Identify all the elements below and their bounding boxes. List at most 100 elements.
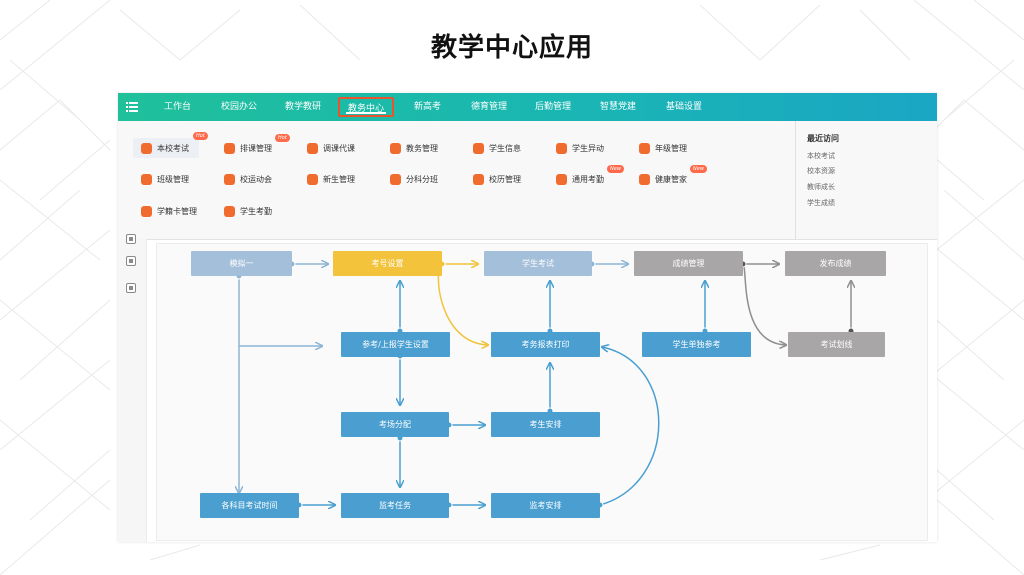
split-icon — [390, 173, 401, 185]
flow-node-label: 监考安排 — [529, 501, 562, 510]
menu-item-school-exam[interactable]: 本校考试 Hot — [133, 132, 208, 158]
recent-visits-title: 最近访问 — [807, 134, 839, 143]
menu-item-label: 本校考试 — [157, 143, 189, 153]
flow-node-single-student[interactable]: 学生单独参考 — [642, 332, 751, 357]
menu-item-label: 校运动会 — [240, 174, 272, 184]
flow-node-seat-setting[interactable]: 考号设置 — [333, 251, 442, 276]
flow-node-label: 考试划线 — [820, 340, 853, 349]
user-check-icon — [224, 205, 235, 217]
new-badge: New — [690, 165, 707, 173]
hot-badge: Hot — [275, 134, 290, 142]
menu-item-student-info[interactable]: 学生信息 — [473, 140, 521, 156]
admin-icon — [390, 142, 401, 154]
slide-title: 教学中心应用 — [430, 33, 593, 63]
recent-item[interactable]: 学生成绩 — [807, 199, 835, 207]
schedule-icon — [224, 142, 235, 154]
swap-icon — [307, 142, 318, 154]
menu-item-label: 通用考勤 — [572, 174, 604, 184]
nav-tab-basic-settings[interactable]: 基础设置 — [666, 102, 703, 112]
card-icon — [141, 205, 152, 217]
flow-node-candidate-arrangement[interactable]: 考生安排 — [491, 412, 600, 437]
menu-item-scheduling[interactable]: 排课管理 Hot — [224, 134, 290, 156]
recent-item[interactable]: 本校考试 — [807, 152, 835, 160]
menu-item-label: 排课管理 — [240, 143, 272, 153]
health-icon — [639, 173, 650, 185]
flow-node-report-settings[interactable]: 参考/上报学生设置 — [341, 332, 450, 357]
flow-node-score-line[interactable]: 考试划线 — [788, 332, 885, 357]
menu-item-student-change[interactable]: 学生异动 — [556, 140, 604, 156]
menu-item-label: 班级管理 — [157, 174, 189, 184]
menu-item-sports-meet[interactable]: 校运动会 — [224, 171, 272, 187]
recent-item[interactable]: 教师成长 — [807, 183, 835, 191]
nav-tab-academic-center[interactable]: 教务中心 — [338, 97, 395, 117]
menu-item-subject-split[interactable]: 分科分班 — [390, 171, 438, 187]
arrow-score-to-line — [742, 263, 786, 345]
menu-item-label: 教务管理 — [406, 143, 438, 153]
flow-node-score-admin[interactable]: 成绩管理 — [634, 251, 743, 276]
flow-content-area — [156, 243, 928, 541]
flow-node-room-allocation[interactable]: 考场分配 — [341, 412, 449, 437]
flow-node-mock[interactable]: 模拟一 — [191, 251, 292, 276]
app-screenshot: 工作台 校园办公 教学教研 教务中心 新高考 德育管理 后勤管理 智慧党建 基础… — [118, 93, 937, 542]
nav-tab-logistics[interactable]: 后勤管理 — [535, 102, 572, 112]
class-icon — [141, 173, 152, 185]
menu-item-label: 校历管理 — [489, 174, 521, 184]
flow-node-label: 监考任务 — [379, 501, 411, 510]
flow-node-label: 发布成绩 — [819, 259, 852, 268]
menu-toggle-button[interactable] — [118, 93, 146, 121]
flow-node-publish-score[interactable]: 发布成绩 — [785, 251, 886, 276]
nav-tab-campus-office[interactable]: 校园办公 — [221, 102, 258, 112]
nav-tab-workbench[interactable]: 工作台 — [164, 102, 192, 112]
flow-node-label: 成绩管理 — [672, 259, 705, 268]
academic-center-dropdown: 本校考试 Hot 排课管理 Hot 调课代课 教务管理 学生信息 学生异动 年级… — [118, 121, 937, 240]
menu-item-label: 调课代课 — [323, 143, 355, 153]
sidebar-icon[interactable] — [126, 234, 136, 244]
menu-item-substitute[interactable]: 调课代课 — [307, 140, 355, 156]
flow-node-subject-exam-time[interactable]: 各科目考试时间 — [200, 493, 299, 518]
menu-item-attendance[interactable]: 通用考勤 New — [556, 165, 624, 187]
menu-item-student-card[interactable]: 学籍卡管理 — [141, 203, 197, 219]
menu-item-calendar[interactable]: 校历管理 — [473, 171, 521, 187]
flow-node-label: 参考/上报学生设置 — [362, 340, 429, 349]
flow-node-proctor-task[interactable]: 监考任务 — [341, 493, 449, 518]
nav-tab-party-building[interactable]: 智慧党建 — [600, 102, 637, 112]
id-card-icon — [473, 142, 484, 154]
menu-item-label: 学生异动 — [572, 143, 604, 153]
menu-item-label: 学生考勤 — [240, 206, 272, 216]
exam-icon — [141, 142, 152, 154]
menu-item-label: 年级管理 — [655, 143, 687, 153]
flow-node-proctor-arrangement[interactable]: 监考安排 — [491, 493, 600, 518]
menu-item-class-admin[interactable]: 班级管理 — [141, 171, 189, 187]
flow-node-label: 模拟一 — [229, 259, 254, 268]
menu-item-academic-admin[interactable]: 教务管理 — [390, 140, 438, 156]
menu-item-health[interactable]: 健康管家 New — [639, 165, 707, 187]
menu-item-new-students[interactable]: 新生管理 — [307, 171, 355, 187]
new-badge: New — [607, 165, 624, 173]
flow-node-student-exam[interactable]: 学生考试 — [484, 251, 592, 276]
nav-tab-moral-education[interactable]: 德育管理 — [471, 102, 508, 112]
menu-item-label: 分科分班 — [406, 174, 438, 184]
list-menu-icon — [126, 102, 138, 112]
new-student-icon — [307, 173, 318, 185]
recent-item[interactable]: 校本资源 — [807, 167, 835, 175]
recent-visits-panel: 最近访问 本校考试 校本资源 教师成长 学生成绩 — [795, 121, 937, 239]
menu-item-label: 学籍卡管理 — [157, 206, 197, 216]
user-change-icon — [556, 142, 567, 154]
arrow-proctor-to-print — [599, 347, 660, 506]
flow-node-label: 各科目考试时间 — [221, 501, 278, 510]
exam-flow-diagram — [118, 93, 937, 542]
nav-tab-new-gaokao[interactable]: 新高考 — [414, 102, 442, 112]
sports-icon — [224, 173, 235, 185]
flow-node-label: 考生安排 — [529, 420, 562, 429]
sidebar-icon[interactable] — [126, 283, 136, 293]
calendar-icon — [473, 173, 484, 185]
sidebar-icon[interactable] — [126, 256, 136, 266]
top-navigation-bar: 工作台 校园办公 教学教研 教务中心 新高考 德育管理 后勤管理 智慧党建 基础… — [118, 93, 937, 121]
menu-item-student-attendance[interactable]: 学生考勤 — [224, 203, 272, 219]
grade-icon — [639, 142, 650, 154]
nav-tab-teaching-research[interactable]: 教学教研 — [285, 102, 322, 112]
menu-item-grade-admin[interactable]: 年级管理 — [639, 140, 687, 156]
hot-badge: Hot — [193, 132, 208, 140]
flow-node-print-reports[interactable]: 考务报表打印 — [491, 332, 600, 357]
